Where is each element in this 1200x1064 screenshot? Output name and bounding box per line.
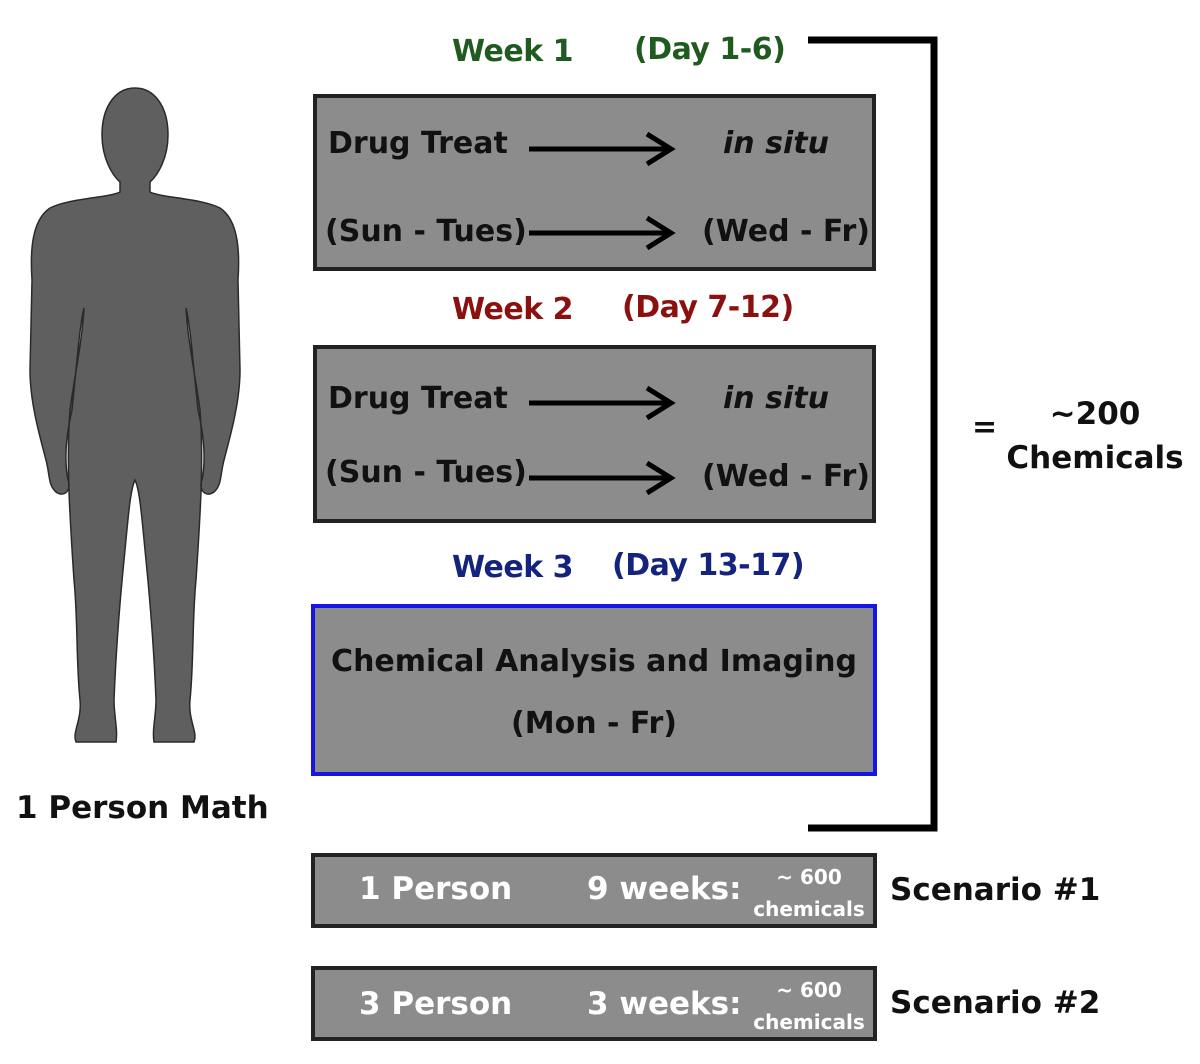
summary-bracket	[808, 36, 938, 832]
week1-box: Drug Treat in situ (Sun - Tues) (Wed - F…	[313, 94, 876, 271]
week2-label: Week 2	[452, 292, 573, 327]
wed-fr-label: (Wed - Fr)	[702, 214, 870, 249]
analysis-box: Chemical Analysis and Imaging (Mon - Fr)	[311, 604, 877, 776]
arrow-right-icon	[529, 215, 676, 251]
result-unit: Chemicals	[1006, 440, 1184, 476]
analysis-title: Chemical Analysis and Imaging	[331, 644, 857, 679]
arrow-right-icon	[529, 131, 676, 167]
scenario1-duration: 9 weeks:	[587, 871, 742, 907]
week1-label: Week 1	[452, 34, 573, 69]
scenario1-label: Scenario #1	[890, 872, 1101, 908]
result-amount: ~200	[1049, 396, 1141, 432]
wed-fr-label: (Wed - Fr)	[702, 459, 870, 494]
drug-treat-label: Drug Treat	[328, 126, 508, 161]
scenario1-box: 1 Person 9 weeks: ~ 600 chemicals	[311, 853, 877, 928]
sun-tues-label: (Sun - Tues)	[325, 214, 527, 249]
in-situ-label: in situ	[723, 126, 829, 161]
scenario1-unit: chemicals	[753, 897, 865, 921]
in-situ-label: in situ	[723, 381, 829, 416]
person-math-label: 1 Person Math	[16, 790, 269, 826]
scenario1-people: 1 Person	[359, 871, 513, 907]
drug-treat-label: Drug Treat	[328, 381, 508, 416]
scenario2-people: 3 Person	[359, 986, 513, 1022]
week2-box: Drug Treat in situ (Sun - Tues) (Wed - F…	[313, 345, 876, 523]
sun-tues-label: (Sun - Tues)	[325, 455, 527, 490]
week2-days: (Day 7-12)	[622, 290, 794, 325]
equals-sign: =	[972, 410, 998, 445]
week1-days: (Day 1-6)	[634, 32, 786, 67]
analysis-days: (Mon - Fr)	[511, 706, 677, 741]
week3-days: (Day 13-17)	[612, 548, 805, 583]
week3-label: Week 3	[452, 550, 573, 585]
scenario2-amount: ~ 600	[776, 978, 842, 1002]
arrow-right-icon	[529, 385, 676, 421]
scenario2-box: 3 Person 3 weeks: ~ 600 chemicals	[311, 966, 877, 1041]
scenario1-amount: ~ 600	[776, 865, 842, 889]
scenario2-unit: chemicals	[753, 1010, 865, 1034]
scenario2-duration: 3 weeks:	[587, 986, 742, 1022]
arrow-right-icon	[529, 460, 676, 496]
person-figure	[29, 87, 241, 743]
scenario2-label: Scenario #2	[890, 985, 1101, 1021]
